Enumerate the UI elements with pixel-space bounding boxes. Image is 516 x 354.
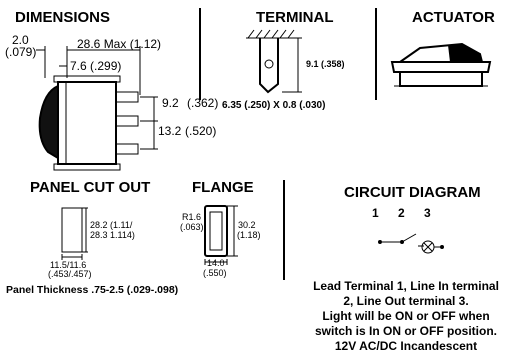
cut-out-width: 11.5/11.6 [50, 260, 86, 270]
circuit-desc-line-3: Light will be ON or OFF when [322, 309, 489, 323]
flange-radius: R1.6 [182, 212, 201, 222]
dim-2-0: 2.0 [12, 33, 29, 47]
terminal-height: 9.1 (.358) [306, 59, 345, 69]
flange-height-inch: (1.18) [237, 230, 261, 240]
dim-2-0-inch: (.079) [5, 45, 36, 59]
dim-9-2: 9.2 [162, 96, 179, 110]
terminal-size: 6.35 (.250) X 0.8 (.030) [222, 100, 325, 111]
actuator-heading: ACTUATOR [412, 9, 495, 26]
cut-out-width-inch: (.453/.457) [48, 269, 92, 279]
switch-top-flange [53, 75, 121, 83]
dim-7-6: 7.6 (.299) [70, 59, 121, 73]
circuit-description: Lead Terminal 1, Line In terminal 2, Lin… [313, 279, 499, 353]
circuit-drawing: 1 2 3 [372, 206, 444, 254]
dimensions-drawing: 2.0 (.079) 28.6 Max (1.12) 7.6 (.299) 9.… [5, 33, 218, 171]
actuator-bezel-body [399, 71, 483, 87]
flange-outer [204, 205, 228, 257]
dim-28-6: 28.6 Max (1.12) [77, 37, 161, 51]
dim-13-2: 13.2 [158, 124, 182, 138]
flange-heading: FLANGE [192, 179, 254, 196]
terminal-3-side [115, 143, 139, 155]
cut-out-rect [61, 207, 83, 253]
cut-out-height: 28.2 (1.11/ [90, 220, 133, 230]
actuator-drawing [390, 42, 492, 87]
dimensions-heading: DIMENSIONS [15, 9, 110, 26]
terminal-2-side [115, 115, 139, 127]
flange-width-inch: (.550) [203, 268, 227, 278]
circuit-desc-line-2: 2, Line Out terminal 3. [343, 294, 468, 308]
terminal-hole [264, 59, 274, 69]
terminal-label-1: 1 [372, 206, 379, 220]
circuit-node-1 [378, 240, 382, 244]
circuit-desc-line-4: switch is In ON or OFF position. [315, 324, 497, 338]
terminal-label-2: 2 [398, 206, 405, 220]
flange-height: 30.2 [238, 220, 256, 230]
actuator-rocker-dark [448, 44, 482, 62]
terminal-heading: TERMINAL [256, 9, 334, 26]
panel-cut-out-heading: PANEL CUT OUT [30, 179, 150, 196]
circuit-desc-line-5: 12V AC/DC Incandescent [335, 339, 477, 353]
switch-body-side [57, 81, 117, 165]
flange-width: 14.0 [207, 258, 225, 268]
terminal-label-3: 3 [424, 206, 431, 220]
panel-cut-out-drawing: 28.2 (1.11/ 28.3 1.114) 11.5/11.6 (.453/… [48, 207, 135, 279]
circuit-node-3 [440, 245, 444, 249]
terminal-drawing: 9.1 (.358) [246, 29, 345, 94]
flange-drawing: R1.6 (.063) 30.2 (1.18) 14.0 (.550) [180, 205, 261, 278]
switch-rocker-side [38, 84, 59, 160]
circuit-switch-arm [401, 233, 417, 243]
lamp-cross-b [423, 242, 433, 252]
terminal-1-side [115, 91, 139, 103]
terminal-blade [259, 38, 279, 94]
terminal-hatch [247, 29, 295, 39]
switch-bottom-flange [53, 163, 121, 171]
circuit-diagram-heading: CIRCUIT DIAGRAM [344, 184, 481, 201]
flange-inner [209, 211, 223, 251]
actuator-bezel-top [390, 61, 492, 73]
panel-thickness: Panel Thickness .75-2.5 (.029-.098) [6, 284, 178, 296]
cut-out-height-2: 28.3 1.114) [90, 230, 135, 240]
dim-13-2-inch: (.520) [185, 124, 216, 138]
circuit-desc-line-1: Lead Terminal 1, Line In terminal [313, 279, 499, 293]
flange-radius-inch: (.063) [180, 222, 204, 232]
dim-9-2-inch: (.362) [187, 96, 218, 110]
